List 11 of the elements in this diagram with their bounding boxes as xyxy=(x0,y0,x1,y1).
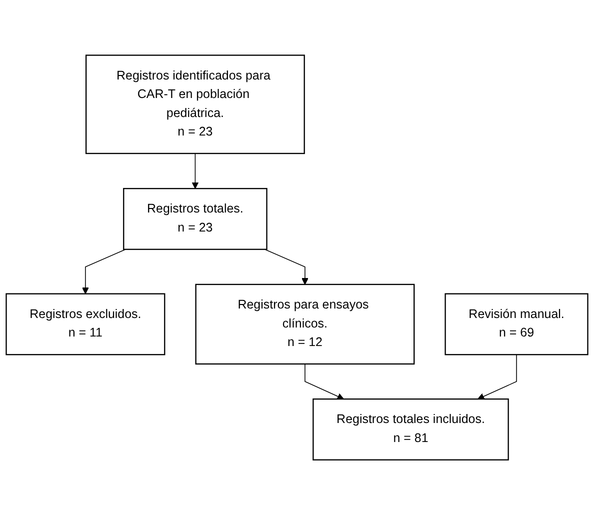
arrow xyxy=(82,249,126,295)
node-box: Registros para ensayos clínicos. n = 12 xyxy=(195,284,415,365)
node-box: Registros totales incluidos. n = 81 xyxy=(312,398,509,461)
node-box: Registros excluidos. n = 11 xyxy=(6,294,166,356)
node-box: Revisión manual. n = 69 xyxy=(444,294,588,356)
node-box: Registros totales. n = 23 xyxy=(123,188,268,250)
arrow xyxy=(478,354,517,400)
node-box: Registros identificados para CAR-T en población pediátrica. n = 23 xyxy=(85,55,305,154)
arrow xyxy=(304,364,344,400)
arrow xyxy=(192,154,199,190)
arrow xyxy=(264,249,308,286)
